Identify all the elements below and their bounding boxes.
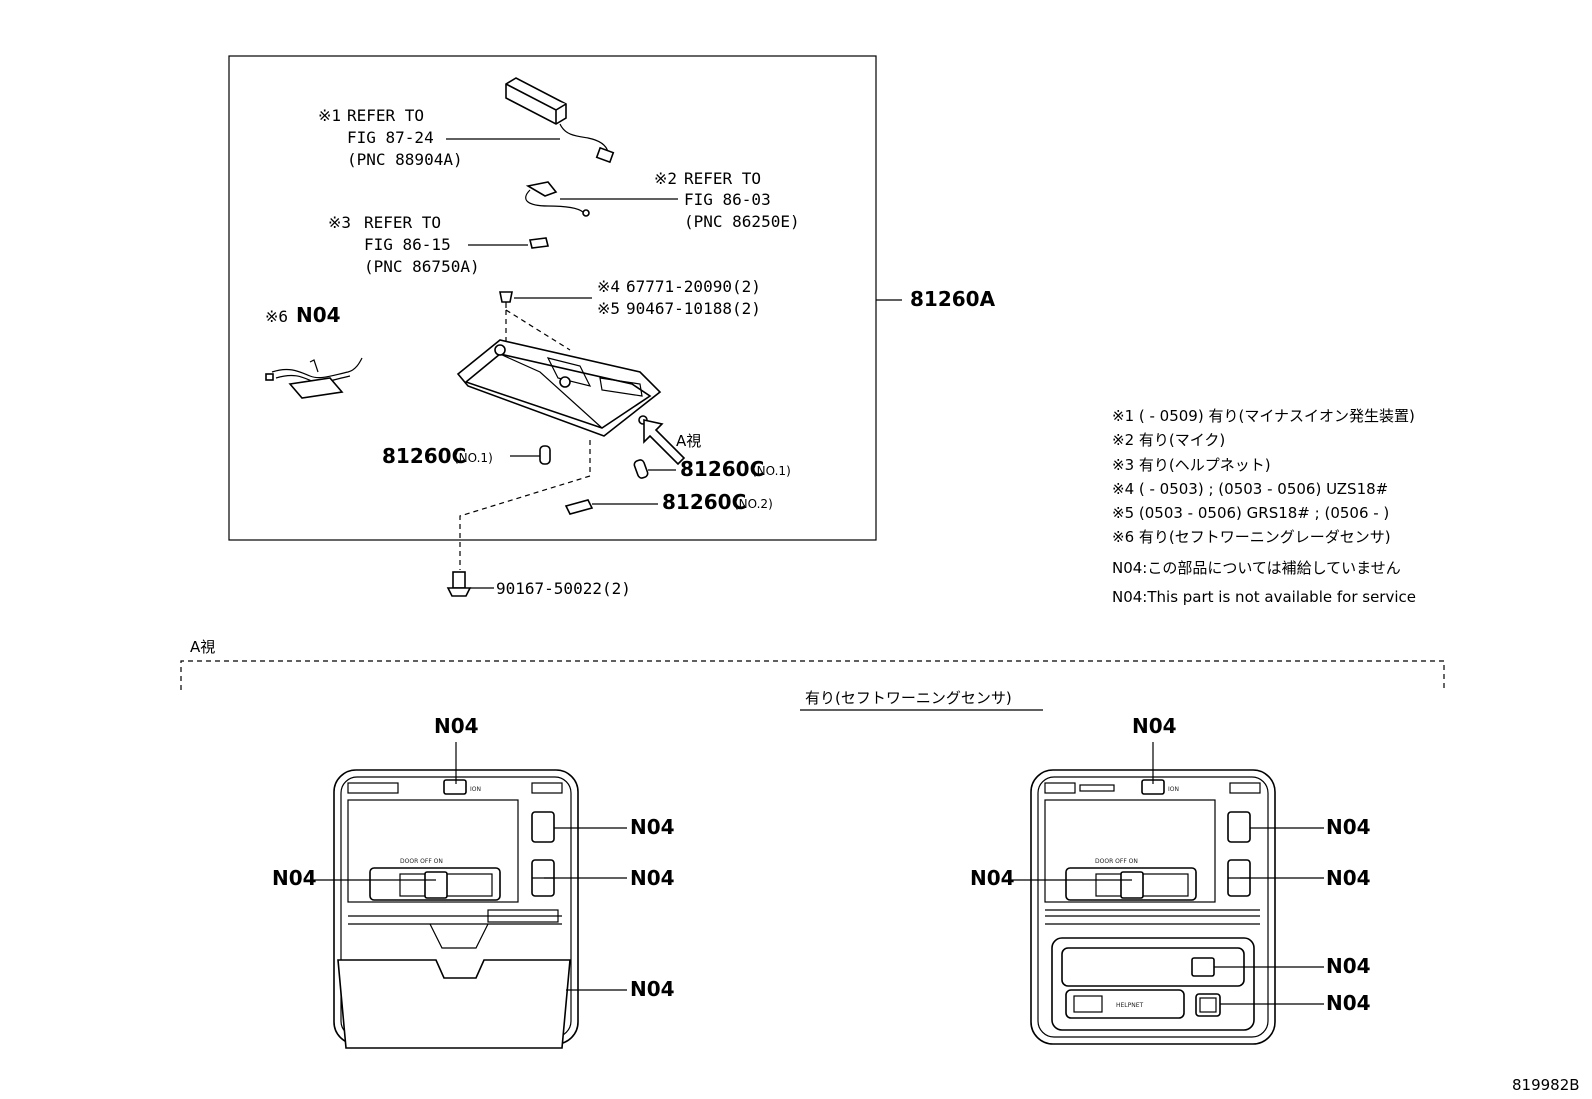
ref3-mark: ※3	[328, 213, 351, 232]
ion-label-left: ION	[470, 786, 481, 793]
ref1-mark: ※1	[318, 106, 341, 125]
diagram-id: 819982B	[1512, 1076, 1580, 1094]
note-4: ※4 ( - 0503) ; (0503 - 0506) UZS18#	[1112, 480, 1388, 498]
assembly-frame	[228, 55, 877, 541]
ref1-line2: FIG 87-24	[347, 128, 434, 147]
n04-right-switch: N04	[970, 866, 1015, 890]
n04-left-lid: N04	[630, 977, 675, 1001]
microphone-part	[525, 181, 590, 217]
n04-right-btn1: N04	[1326, 815, 1371, 839]
n04-right-btn2: N04	[1326, 866, 1371, 890]
part6-code: N04	[296, 303, 341, 327]
callouts-right: N04 N04 N04 N04 N04 N04	[970, 714, 1371, 1015]
bulb-b-sub: (NO.1)	[752, 464, 791, 478]
notes-block: ※1 ( - 0509) 有り(マイナスイオン発生装置) ※2 有り(マイク) …	[1112, 407, 1416, 606]
ref3-line2: FIG 86-15	[364, 235, 451, 254]
view-a-arrow	[643, 419, 686, 466]
helpnet-switch-part	[529, 237, 549, 249]
bulb-a-sub: (NO.1)	[454, 451, 493, 465]
view-a-label: A視	[676, 432, 701, 450]
n04-right-top: N04	[1132, 714, 1177, 738]
bulb-no1-right	[633, 459, 649, 479]
explode-line-clip	[505, 309, 571, 360]
note-1: ※1 ( - 0509) 有り(マイナスイオン発生装置)	[1112, 407, 1415, 425]
n04-right-sensor: N04	[1326, 954, 1371, 978]
callouts-left: N04 N04 N04 N04 N04	[272, 714, 675, 1001]
view-a-title: A視	[190, 638, 215, 656]
ion-generator-part	[505, 77, 615, 164]
assembly-number: 81260A	[910, 287, 996, 311]
note-6: ※6 有り(セフトワーニングレーダセンサ)	[1112, 528, 1391, 546]
view-a-bracket	[180, 660, 1445, 690]
n04-left-btn2: N04	[630, 866, 675, 890]
ref3-line3: (PNC 86750A)	[364, 257, 480, 276]
switch-labels-left: DOOR OFF ON	[400, 858, 443, 865]
note-3: ※3 有り(ヘルプネット)	[1112, 456, 1271, 474]
map-light-housing	[456, 339, 662, 437]
bulb-b-number: 81260C	[680, 457, 764, 481]
ref2-line2: FIG 86-03	[684, 190, 771, 209]
variant-label: 有り(セフトワーニングセンサ)	[805, 689, 1012, 707]
bulb-c-number: 81260C	[662, 490, 746, 514]
explode-line-screw	[459, 440, 591, 570]
note-n04-en: N04:This part is not available for servi…	[1112, 588, 1416, 606]
bulb-a-number: 81260C	[382, 444, 466, 468]
n04-left-switch: N04	[272, 866, 317, 890]
n04-right-helpnet: N04	[1326, 991, 1371, 1015]
ref1-line3: (PNC 88904A)	[347, 150, 463, 169]
part5-number: 90467-10188(2)	[626, 299, 761, 318]
screw-number: 90167-50022(2)	[496, 579, 631, 598]
ref2-line3: (PNC 86250E)	[684, 212, 800, 231]
ref3-line1: REFER TO	[364, 213, 441, 232]
n04-left-btn1: N04	[630, 815, 675, 839]
note-5: ※5 (0503 - 0506) GRS18# ; (0506 - )	[1112, 504, 1389, 522]
ion-label-right: ION	[1168, 786, 1179, 793]
bulb-c-sub: (NO.2)	[734, 497, 773, 511]
ref1-line1: REFER TO	[347, 106, 424, 125]
part6-mark: ※6	[265, 307, 288, 326]
helpnet-label: HELPNET	[1116, 1002, 1144, 1009]
bulb-no1-left	[539, 445, 551, 465]
part4-mark: ※4	[597, 277, 620, 296]
radar-sensor-harness	[265, 357, 363, 399]
switch-labels-right: DOOR OFF ON	[1095, 858, 1138, 865]
note-2: ※2 有り(マイク)	[1112, 431, 1225, 449]
part4-number: 67771-20090(2)	[626, 277, 761, 296]
ref2-mark: ※2	[654, 169, 677, 188]
ref2-line1: REFER TO	[684, 169, 761, 188]
bulb-no2	[564, 499, 594, 515]
note-n04-jp: N04:この部品については補給していません	[1112, 559, 1401, 577]
clip-part	[499, 291, 513, 308]
console-sensor: ION DOOR OFF ON HELPNET	[1030, 769, 1276, 1045]
screw-part	[446, 571, 472, 597]
console-standard: ION DOOR OFF ON	[333, 769, 579, 1049]
n04-left-top: N04	[434, 714, 479, 738]
part5-mark: ※5	[597, 299, 620, 318]
